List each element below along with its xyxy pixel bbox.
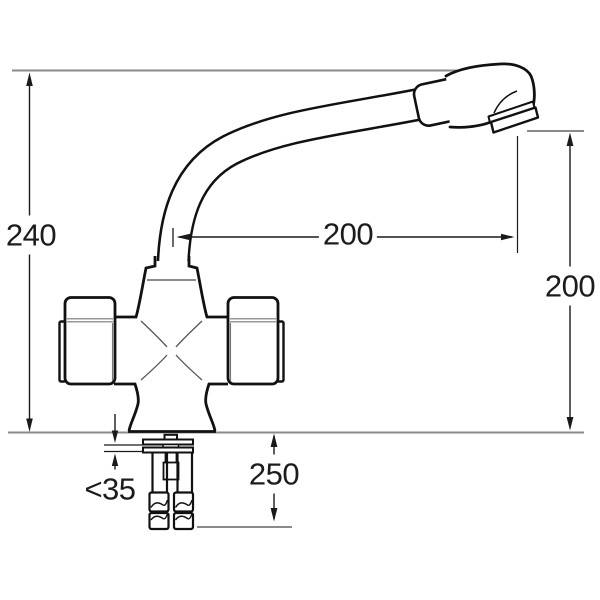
base-bell bbox=[114, 382, 228, 433]
dim-label-200-outlet: 200 bbox=[540, 266, 600, 306]
supply-hoses bbox=[148, 453, 195, 531]
dim-label-240: 240 bbox=[1, 215, 61, 255]
tap-body-cone bbox=[114, 256, 228, 319]
spout-arm bbox=[156, 80, 459, 270]
head-inner-detail-line bbox=[493, 90, 518, 114]
reference-lines bbox=[8, 69, 584, 528]
shank-flange-lower bbox=[142, 446, 194, 454]
dim-label-max-35: <35 bbox=[80, 469, 140, 509]
dim-label-250: 250 bbox=[244, 454, 304, 494]
right-handle bbox=[226, 296, 285, 386]
aerator-outlet bbox=[487, 100, 540, 134]
left-handle bbox=[58, 296, 117, 386]
threaded-stud bbox=[162, 461, 180, 481]
hose-break-squiggles bbox=[150, 499, 193, 521]
body-cross-curves bbox=[140, 320, 203, 381]
dim-label-200-reach: 200 bbox=[318, 214, 378, 254]
